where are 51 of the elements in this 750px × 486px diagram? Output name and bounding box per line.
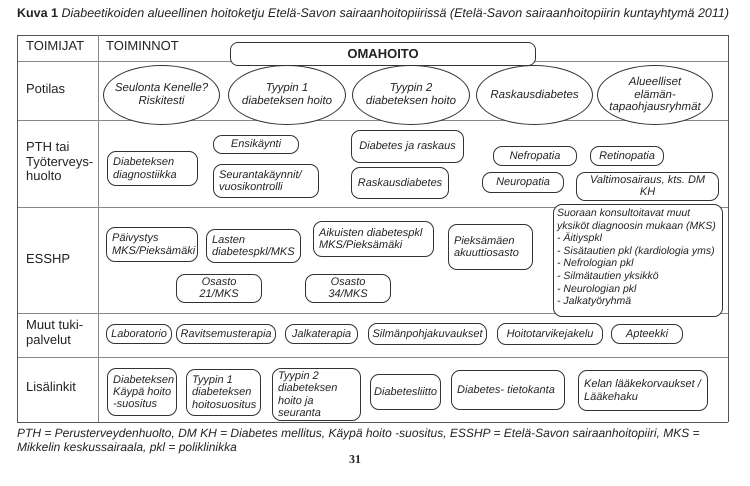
rounded-box: Osasto 21/MKS bbox=[176, 274, 262, 303]
rounded-box: Nefropatia bbox=[493, 146, 577, 166]
page-number: 31 bbox=[348, 453, 362, 466]
list-item: - Nefrologian pkl bbox=[557, 257, 634, 270]
rounded-box: Raskausdiabetes bbox=[351, 167, 449, 199]
list-item: - Sisätautien pkl (kardiologia yms) bbox=[557, 244, 715, 258]
rounded-box bbox=[553, 204, 723, 317]
rounded-box: Tyypin 1 diabeteksen hoitosuositus bbox=[186, 369, 261, 416]
column-header: TOIMINNOT bbox=[106, 39, 180, 54]
rounded-box: Osasto 34/MKS bbox=[305, 274, 391, 303]
row-header: Lisälinkit bbox=[26, 380, 77, 395]
rounded-box: Seurantakäynnit/ vuosikontrolli bbox=[213, 164, 319, 198]
rounded-box: Diabetes ja raskaus bbox=[351, 130, 464, 163]
rounded-box: Ravitsemusterapia bbox=[176, 324, 276, 344]
rounded-box: Lasten diabetespkl/MKS bbox=[206, 229, 301, 263]
rounded-box: Silmänpohjakuvaukset bbox=[368, 323, 487, 345]
list-item: - Neurologian pkl bbox=[557, 282, 636, 296]
rounded-box: Tyypin 2 diabeteksen hoito ja seuranta bbox=[272, 368, 361, 422]
column-header: TOIMIJAT bbox=[26, 39, 86, 54]
ellipse-node: Tyypin 2 diabeteksen hoito bbox=[352, 65, 470, 125]
rounded-box: Päivystys MKS/Pieksämäki bbox=[106, 227, 198, 262]
rounded-box: Hoitotarvikejakelu bbox=[497, 323, 603, 345]
rounded-box: Diabetesliitto bbox=[370, 374, 441, 410]
ellipse-node: Raskausdiabetes bbox=[476, 65, 593, 125]
box-heading: Suoraan konsultoitavat muut yksiköt diagnoosin mukaan (MKS) bbox=[557, 207, 717, 232]
rounded-box: Diabeteksen Käypä hoito -suositus bbox=[107, 368, 177, 416]
rounded-box: Laboratorio bbox=[106, 324, 172, 344]
rounded-box: Retinopatia bbox=[590, 146, 664, 166]
row-header: Muut tuki- palvelut bbox=[26, 318, 84, 348]
rounded-box: Neuropatia bbox=[482, 172, 564, 193]
rounded-box: Apteekki bbox=[611, 324, 683, 344]
list-item: - Äitiyspkl bbox=[557, 232, 602, 245]
rounded-box: Jalkaterapia bbox=[285, 324, 358, 344]
ellipse-node: Seulonta Kenelle? Riskitesti bbox=[103, 65, 220, 125]
rounded-box: Pieksämäen akuuttiosasto bbox=[448, 224, 533, 270]
rounded-box: Valtimosairaus, kts. DM KH bbox=[576, 172, 719, 201]
row-header: PTH tai Työterveys- huolto bbox=[26, 140, 94, 184]
ellipse-node: Tyypin 1 diabeteksen hoito bbox=[228, 65, 346, 125]
rounded-box: Diabetes- tietokanta bbox=[451, 370, 565, 410]
list-item: - Jalkatyöryhmä bbox=[557, 295, 632, 308]
figure-title: Kuva 1 Diabeetikoiden alueellinen hoitoketju Etelä-Savon sairaanhoitopiirissä (Etelä-Savon sairaanhoitopiirin kuntayhtymä 2011) bbox=[17, 6, 730, 20]
rounded-box: Ensikäynti bbox=[213, 135, 299, 154]
row-header: Potilas bbox=[26, 82, 66, 97]
ellipse-node: Alueelliset elämän- tapaohjausryhmät bbox=[597, 65, 713, 125]
footnote: PTH = Perusterveydenhuolto, DM KH = Diabetes mellitus, Käypä hoito -suositus, ESSHP = Etelä-Savon sairaanhoitopiiri, MKS = Mikkelin keskussairaala, pkl = poliklinikka bbox=[17, 426, 701, 455]
rounded-box: Diabeteksen diagnostiikka bbox=[107, 151, 198, 186]
rounded-box: Aikuisten diabetespkl MKS/Pieksämäki bbox=[313, 221, 434, 257]
list-item: - Silmätautien yksikkö bbox=[557, 270, 659, 283]
rounded-box: Kelan lääkekorvaukset / Lääkehaku bbox=[578, 370, 708, 411]
row-header: ESSHP bbox=[26, 252, 72, 267]
banner-box: OMAHOITO bbox=[230, 42, 536, 66]
